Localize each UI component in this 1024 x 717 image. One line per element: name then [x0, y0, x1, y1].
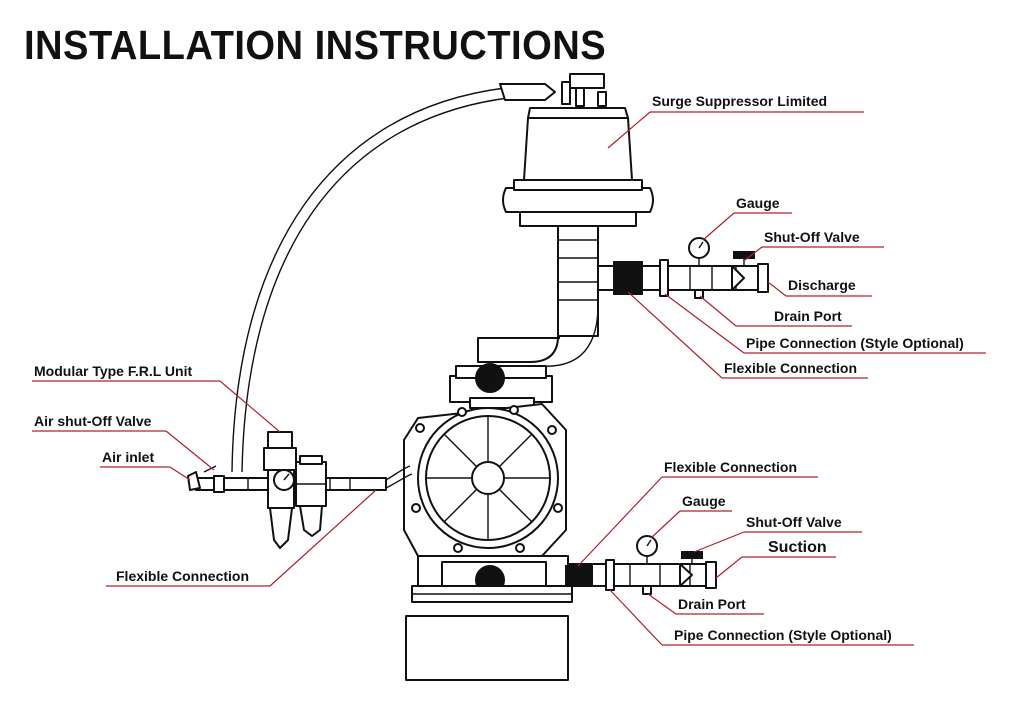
leader-lines [32, 111, 986, 646]
label-air-shutoff-valve: Air shut-Off Valve [34, 413, 152, 429]
discharge-riser [477, 225, 599, 367]
label-shutoff-valve-top: Shut-Off Valve [764, 229, 860, 245]
label-gauge-bottom: Gauge [682, 493, 726, 509]
label-discharge: Discharge [788, 277, 856, 293]
label-air-inlet: Air inlet [102, 449, 154, 465]
callout-labels: Surge Suppressor Limited Gauge Shut-Off … [34, 93, 964, 643]
frl-unit [263, 431, 327, 549]
label-surge-suppressor: Surge Suppressor Limited [652, 93, 827, 109]
air-hose [231, 83, 556, 473]
label-drain-port-top: Drain Port [774, 308, 842, 324]
label-flexible-connection-bottom: Flexible Connection [664, 459, 797, 475]
label-pipe-connection-top: Pipe Connection (Style Optional) [746, 335, 964, 351]
label-flexible-connection-air: Flexible Connection [116, 568, 249, 584]
label-shutoff-valve-bottom: Shut-Off Valve [746, 514, 842, 530]
label-frl-unit: Modular Type F.R.L Unit [34, 363, 192, 379]
label-drain-port-bottom: Drain Port [678, 596, 746, 612]
label-pipe-connection-bottom: Pipe Connection (Style Optional) [674, 627, 892, 643]
discharge-line [597, 237, 769, 299]
label-suction: Suction [768, 539, 827, 556]
label-flexible-connection-top: Flexible Connection [724, 360, 857, 376]
suction-line [565, 535, 717, 595]
page-title: INSTALLATION INSTRUCTIONS [24, 22, 607, 68]
label-gauge-top: Gauge [736, 195, 780, 211]
pump-body [403, 363, 573, 681]
surge-suppressor [502, 73, 654, 227]
